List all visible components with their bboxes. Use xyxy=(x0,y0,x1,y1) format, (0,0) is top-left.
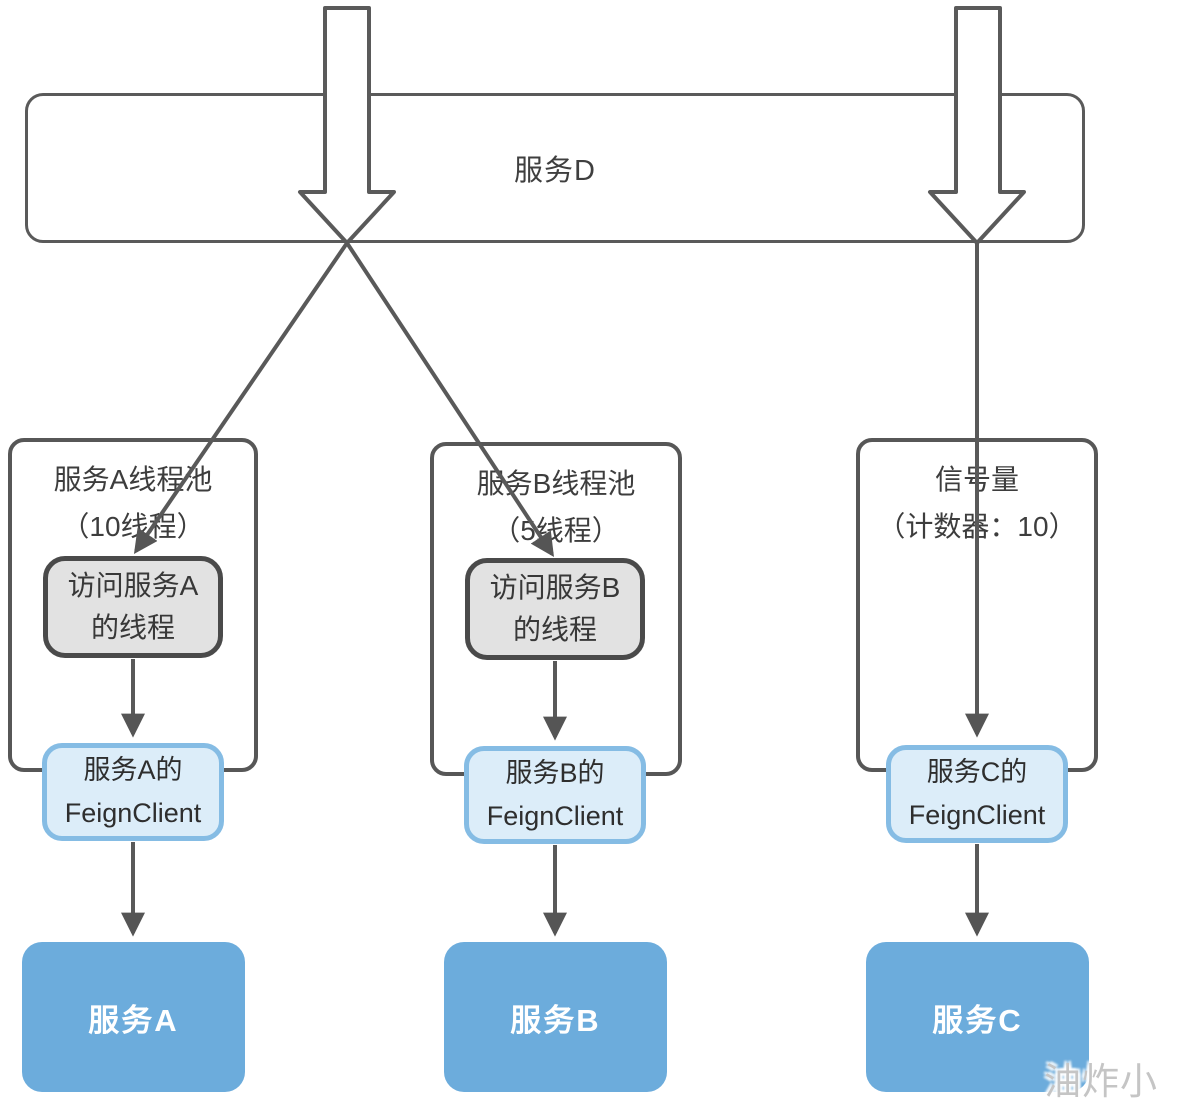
feign-client-c-line2: FeignClient xyxy=(908,800,1046,830)
feign-client-c-box: 服务C的 FeignClient xyxy=(886,745,1068,843)
feign-client-b-line1: 服务B的 xyxy=(505,758,605,788)
service-d-label: 服务D xyxy=(514,155,596,187)
thread-box-b-line2: 的线程 xyxy=(512,614,597,645)
feign-client-b-line2: FeignClient xyxy=(486,801,624,831)
thread-pool-a-title: 服务A线程池 xyxy=(53,464,213,495)
user-request-right-label: 用户请求 xyxy=(961,16,994,196)
thread-box-a-line2: 的线程 xyxy=(90,612,175,643)
feign-client-a-line2: FeignClient xyxy=(64,798,202,828)
service-d-box: 服务D xyxy=(25,93,1085,243)
watermark-text: 油炸小波 xyxy=(1044,1061,1158,1099)
semaphore-container: 信号量 （计数器：10） xyxy=(856,438,1098,772)
thread-pool-b-subtitle: （5线程） xyxy=(492,515,620,546)
service-c-box: 服务C xyxy=(866,942,1089,1092)
service-b-box: 服务B xyxy=(444,942,667,1092)
service-b-label: 服务B xyxy=(510,1002,601,1038)
service-a-box: 服务A xyxy=(22,942,245,1092)
thread-pool-b-title: 服务B线程池 xyxy=(476,468,636,499)
feign-client-a-box: 服务A的 FeignClient xyxy=(42,743,224,841)
feign-client-a-line1: 服务A的 xyxy=(83,755,183,785)
thread-box-a-line1: 访问服务A xyxy=(67,570,199,601)
thread-box-a: 访问服务A 的线程 xyxy=(43,556,223,658)
service-a-label: 服务A xyxy=(88,1002,179,1038)
service-c-label: 服务C xyxy=(932,1002,1023,1038)
user-request-left-label: 用户请求 xyxy=(330,16,363,196)
thread-pool-a-subtitle: （10线程） xyxy=(61,511,205,542)
thread-box-b-line1: 访问服务B xyxy=(489,572,621,603)
semaphore-title: 信号量 xyxy=(934,464,1019,495)
semaphore-subtitle: （计数器：10） xyxy=(877,511,1077,542)
thread-box-b: 访问服务B 的线程 xyxy=(465,558,645,660)
feign-client-b-box: 服务B的 FeignClient xyxy=(464,746,646,844)
feign-client-c-line1: 服务C的 xyxy=(926,757,1028,787)
